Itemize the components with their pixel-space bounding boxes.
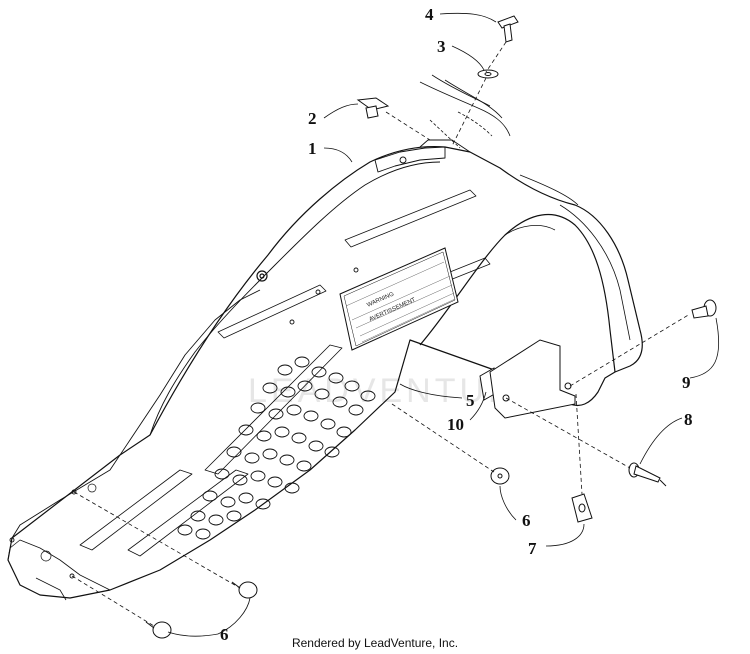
callout-10: 10 [447,415,464,434]
footer-credit: Rendered by LeadVenture, Inc. [291,636,459,650]
callout-9: 9 [682,373,691,392]
push-rivet-part-6-a [490,467,510,485]
bolt-part-9 [691,299,717,319]
callout-2: 2 [308,109,317,128]
mounting-bracket [489,339,576,419]
rear-fender [7,139,643,601]
warning-decal: WARNING AVERTISSEMENT [339,247,459,351]
bolt-part-4 [497,15,519,43]
callout-3: 3 [437,37,446,56]
leader-lines [167,12,720,637]
frame-fragment [419,74,511,149]
callout-8: 8 [684,410,693,429]
nut-part-7 [571,493,593,523]
clip-part-2 [356,97,390,119]
assembly-lines [71,41,691,627]
washer-part-3 [477,69,499,79]
callout-5: 5 [466,391,475,410]
rivet-part-8 [628,462,667,487]
callout-7: 7 [528,539,537,558]
callout-1: 1 [308,139,317,158]
vent-hole-pattern [177,356,376,540]
callout-6-bottom: 6 [220,625,229,644]
callout-4: 4 [425,5,434,24]
push-rivet-part-6-c [145,621,172,639]
callout-6-right: 6 [522,511,531,530]
push-rivet-part-6-b [231,581,258,599]
